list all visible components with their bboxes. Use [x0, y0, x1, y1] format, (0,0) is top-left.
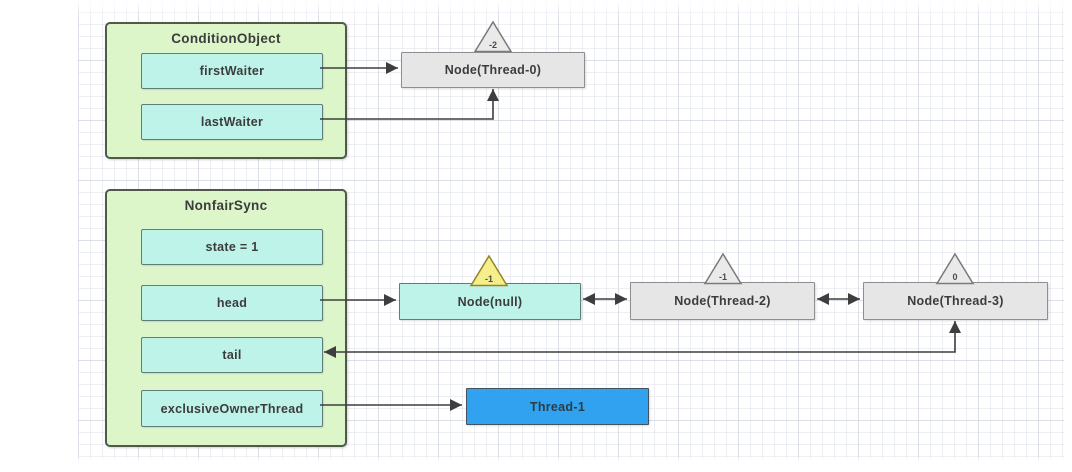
- node-null: Node(null): [399, 283, 581, 320]
- triangle-icon: [935, 252, 975, 285]
- node-thread-2-label: Node(Thread-2): [674, 294, 771, 308]
- triangle-icon: [469, 254, 509, 287]
- node-thread-3: Node(Thread-3): [863, 282, 1048, 320]
- wait-status-value: -1: [484, 274, 493, 284]
- wait-status-badge-node-thread-3: 0: [935, 252, 975, 285]
- node-thread-0: Node(Thread-0): [401, 52, 585, 88]
- node-thread-0-label: Node(Thread-0): [444, 63, 542, 77]
- node-thread-3-label: Node(Thread-3): [907, 294, 1004, 308]
- wait-status-badge-node-thread-0: -2: [473, 20, 513, 53]
- field-last-waiter-label: lastWaiter: [200, 115, 264, 129]
- wait-status-value: -2: [488, 40, 497, 50]
- thread-1-box: Thread-1: [466, 388, 649, 425]
- node-null-label: Node(null): [457, 294, 523, 309]
- class-box-nonfair-sync: NonfairSync state = 1 head tail exclusiv…: [105, 189, 347, 447]
- field-head: head: [141, 285, 323, 321]
- field-last-waiter: lastWaiter: [141, 104, 323, 140]
- field-state-label: state = 1: [205, 240, 259, 254]
- wait-status-badge-node-null: -1: [469, 254, 509, 287]
- condition-object-title: ConditionObject: [171, 31, 281, 46]
- class-box-condition-object: ConditionObject firstWaiter lastWaiter: [105, 22, 347, 159]
- field-exclusive-owner-thread: exclusiveOwnerThread: [141, 390, 323, 427]
- wait-status-value: 0: [952, 272, 958, 282]
- nonfair-sync-title: NonfairSync: [184, 198, 268, 213]
- field-tail: tail: [141, 337, 323, 373]
- wait-status-badge-node-thread-2: -1: [703, 252, 743, 285]
- field-exclusive-owner-thread-label: exclusiveOwnerThread: [160, 401, 304, 416]
- field-first-waiter: firstWaiter: [141, 53, 323, 89]
- wait-status-value: -1: [718, 272, 727, 282]
- field-head-label: head: [216, 296, 248, 310]
- triangle-icon: [473, 20, 513, 53]
- node-thread-2: Node(Thread-2): [630, 282, 815, 320]
- thread-1-label: Thread-1: [529, 399, 586, 414]
- field-tail-label: tail: [222, 348, 242, 362]
- triangle-icon: [703, 252, 743, 285]
- field-first-waiter-label: firstWaiter: [199, 64, 265, 78]
- field-state: state = 1: [141, 229, 323, 265]
